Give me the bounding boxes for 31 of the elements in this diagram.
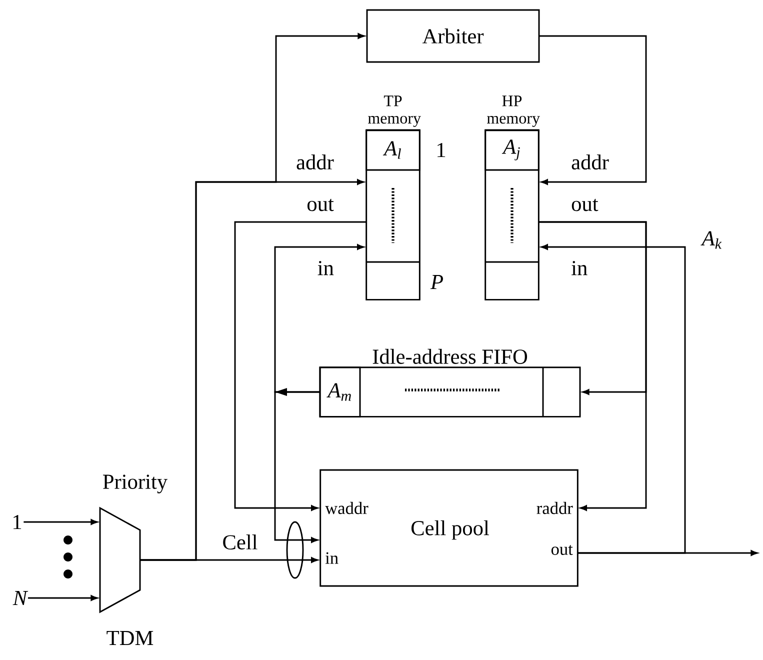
arrow: [140, 33, 365, 561]
input-label: 1: [14, 514, 22, 530]
port-label: out: [308, 198, 334, 212]
signal-label: A$_{k}$: [700, 231, 722, 249]
cell-pool-box: Cell pool waddr in raddr out: [320, 469, 578, 587]
node-label: TP memory: [368, 96, 421, 127]
fifo-cell: A$_{m}$: [319, 366, 361, 418]
mux-caption: TDM: [106, 631, 154, 646]
arrow: [274, 244, 364, 393]
arrow: [24, 519, 98, 525]
mux-caption: Priority: [103, 474, 168, 494]
port-label: addr: [296, 154, 334, 170]
row-index: P: [430, 275, 443, 289]
port-label: addr: [572, 154, 609, 170]
node-label: HP memory: [487, 96, 540, 127]
port-label: in: [318, 260, 334, 276]
row-index: 1: [438, 142, 446, 158]
arrow: [538, 221, 647, 395]
port-label: out: [572, 198, 598, 212]
input-label: N: [12, 591, 28, 605]
arrow: [539, 35, 647, 185]
edge-label: Cell: [220, 533, 260, 551]
node-label: Idle-address FIFO: [372, 348, 528, 364]
arrow: [28, 595, 98, 601]
port-label: in: [572, 260, 588, 276]
arrow: [274, 391, 320, 543]
arbiter-box: Arbiter: [366, 9, 540, 63]
arrow: [234, 221, 366, 511]
memory-cell: A$_{l}$: [366, 129, 420, 171]
memory-cell: A$_{j}$: [484, 129, 540, 171]
arrow: [541, 244, 686, 554]
